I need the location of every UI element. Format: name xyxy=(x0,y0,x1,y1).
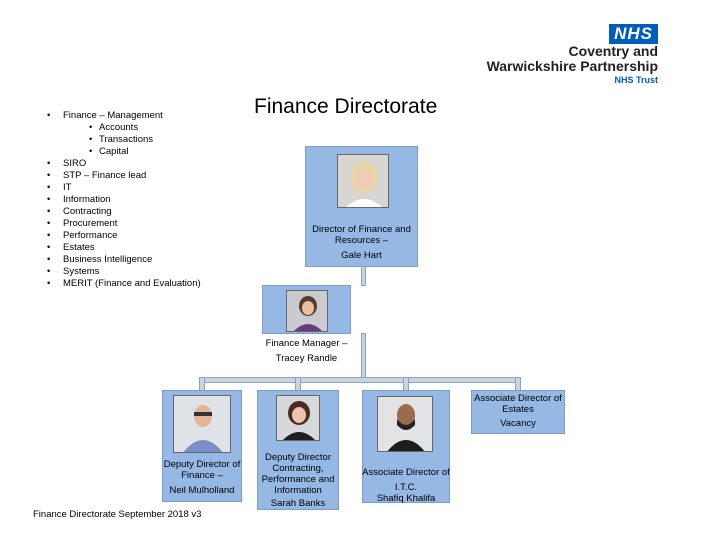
director-photo xyxy=(337,154,389,208)
deputy-contracting-name: Sarah Banks xyxy=(270,498,326,509)
deputy-finance-name: Neil Mulholland xyxy=(169,485,235,496)
list-item: MERIT (Finance and Evaluation) xyxy=(45,278,201,290)
list-item: Business Intelligence xyxy=(45,254,201,266)
connector-vertical-manager xyxy=(361,333,366,378)
manager-role: Finance Manager – xyxy=(265,338,348,349)
assoc-itc-name: Shafiq Khalifa xyxy=(376,493,436,504)
responsibilities-list: Finance – Management Accounts Transactio… xyxy=(45,110,201,290)
director-role: Director of Finance and Resources – xyxy=(312,224,411,246)
list-item: Information xyxy=(45,194,201,206)
person-silhouette-icon xyxy=(287,291,327,331)
footer-text: Finance Directorate September 2018 v3 xyxy=(33,509,202,520)
list-item: STP – Finance lead xyxy=(45,170,201,182)
list-item: Contracting xyxy=(45,206,201,218)
assoc-estates-box xyxy=(471,390,565,434)
finance-sub-list: Accounts Transactions Capital xyxy=(63,122,201,158)
person-silhouette-icon xyxy=(277,396,319,440)
logo-line-2: Warwickshire Partnership xyxy=(486,58,658,74)
logo-line-3: NHS Trust xyxy=(614,75,658,85)
connector-vertical-director xyxy=(361,266,366,286)
connector-drop-4 xyxy=(515,377,521,391)
list-item: Procurement xyxy=(45,218,201,230)
connector-horizontal xyxy=(199,377,521,383)
deputy-finance-photo xyxy=(173,395,231,453)
assoc-itc-role: Associate Director of I.T.C. xyxy=(362,467,450,493)
connector-drop-2 xyxy=(295,377,301,391)
assoc-estates-name: Vacancy xyxy=(500,418,536,429)
list-item: Finance – Management Accounts Transactio… xyxy=(45,110,201,158)
person-silhouette-icon xyxy=(174,396,230,452)
list-item: IT xyxy=(45,182,201,194)
connector-drop-3 xyxy=(403,377,409,391)
connector-drop-1 xyxy=(199,377,205,391)
assoc-estates-role: Associate Director of Estates xyxy=(474,393,562,415)
nhs-logo: NHS Coventry and Warwickshire Partnershi… xyxy=(487,24,658,86)
list-item: Accounts xyxy=(87,122,201,134)
deputy-finance-role: Deputy Director of Finance – xyxy=(163,459,241,481)
assoc-itc-photo xyxy=(377,396,433,452)
manager-photo xyxy=(286,290,328,332)
person-silhouette-icon xyxy=(338,155,388,207)
list-item: Estates xyxy=(45,242,201,254)
logo-line-1: Coventry and xyxy=(568,43,658,59)
page-title: Finance Directorate xyxy=(254,95,438,118)
list-item: Transactions xyxy=(87,134,201,146)
list-item: Performance xyxy=(45,230,201,242)
list-item: SIRO xyxy=(45,158,201,170)
person-silhouette-icon xyxy=(378,397,432,451)
list-item: Systems xyxy=(45,266,201,278)
list-item: Capital xyxy=(87,146,201,158)
deputy-contracting-photo xyxy=(276,395,320,441)
director-name: Gale Hart xyxy=(341,250,382,261)
deputy-contracting-role: Deputy Director Contracting, Performance… xyxy=(261,452,335,496)
manager-name: Tracey Randle xyxy=(275,353,338,364)
nhs-badge: NHS xyxy=(609,24,658,44)
